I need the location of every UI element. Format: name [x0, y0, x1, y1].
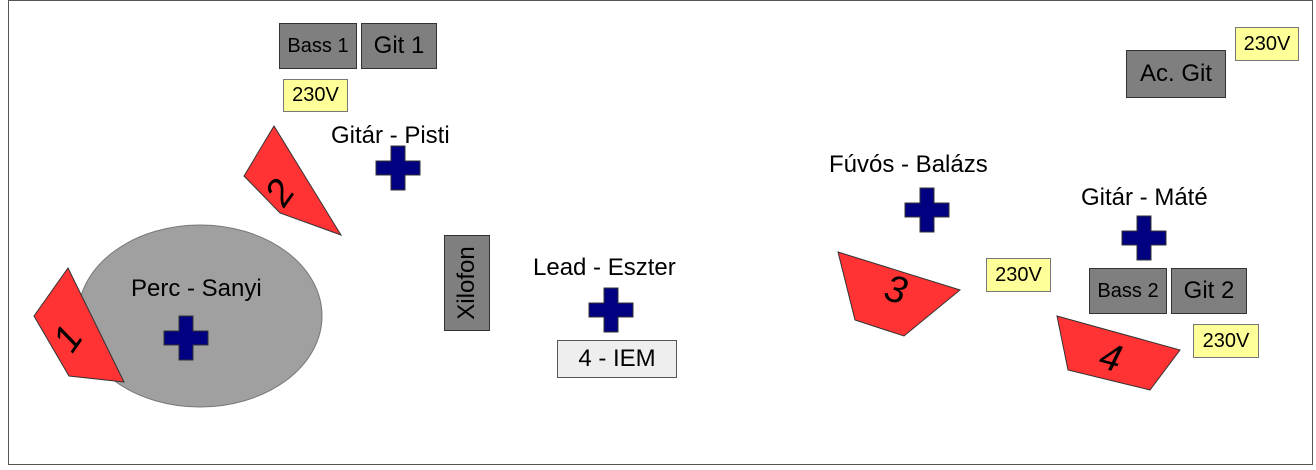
musician-label-lead: Lead - Eszter — [533, 254, 676, 281]
power-outlet: 230V — [1235, 27, 1299, 61]
monitor-wedge-1 — [33, 267, 125, 383]
musician-marker-git-mate — [1121, 215, 1167, 261]
musician-label-git-mate: Gitár - Máté — [1081, 184, 1208, 211]
amp-ac-git: Ac. Git — [1126, 50, 1226, 98]
xilofon: Xilofon — [444, 235, 490, 331]
musician-marker-perc — [163, 315, 209, 361]
musician-marker-lead — [588, 287, 634, 333]
monitor-wedge-4 — [1056, 315, 1181, 391]
power-outlet: 230V — [986, 258, 1051, 292]
power-outlet: 230V — [283, 79, 348, 112]
musician-label-git-pisti: Gitár - Pisti — [331, 122, 450, 149]
iem-label: 4 - IEM — [557, 340, 677, 378]
amp-git-2: Git 2 — [1171, 268, 1247, 314]
musician-marker-git-pisti — [375, 145, 421, 191]
musician-marker-fuvos — [904, 187, 950, 233]
amp-bass-2: Bass 2 — [1089, 268, 1167, 314]
monitor-wedge-2 — [243, 125, 343, 236]
amp-bass-1: Bass 1 — [279, 23, 357, 69]
musician-label-fuvos: Fúvós - Balázs — [829, 151, 988, 178]
power-outlet: 230V — [1193, 324, 1259, 358]
amp-git-1: Git 1 — [361, 23, 437, 69]
musician-label-perc: Perc - Sanyi — [131, 275, 262, 302]
monitor-wedge-3 — [837, 251, 962, 337]
